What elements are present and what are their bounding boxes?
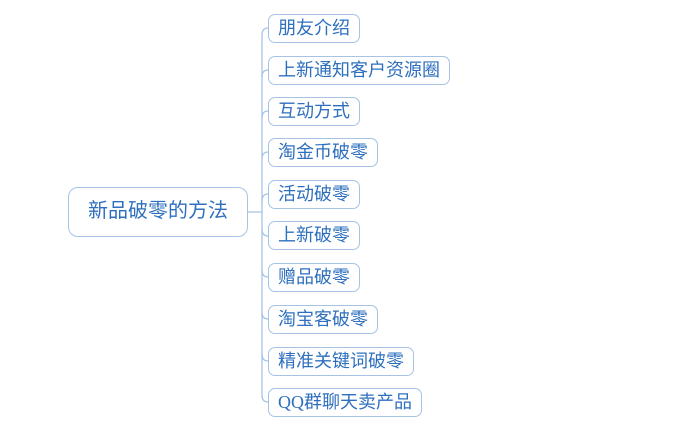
mindmap-node-gift[interactable]: 赠品破零 — [268, 263, 360, 292]
mindmap-node-keywords[interactable]: 精准关键词破零 — [268, 347, 414, 376]
mindmap-node-qq-group[interactable]: QQ群聊天卖产品 — [268, 388, 422, 417]
mindmap-node-taobaoke[interactable]: 淘宝客破零 — [268, 305, 378, 334]
connector-branch-line — [261, 193, 269, 202]
connector-branch-line — [261, 353, 269, 362]
connector-branch-line — [261, 228, 269, 237]
connector-trunk-line — [261, 27, 269, 403]
connector-branch-line — [261, 110, 269, 119]
mindmap-root-node[interactable]: 新品破零的方法 — [68, 187, 248, 237]
mindmap-node-interaction[interactable]: 互动方式 — [268, 97, 360, 126]
mindmap-node-friend-intro[interactable]: 朋友介绍 — [268, 14, 360, 43]
connector-branch-line — [261, 311, 269, 320]
connector-branch-line — [261, 69, 269, 78]
mindmap-node-taojinbi[interactable]: 淘金币破零 — [268, 138, 378, 167]
connector-branch-line — [261, 269, 269, 278]
connector-branch-line — [261, 151, 269, 160]
mindmap-node-new-arrival[interactable]: 上新破零 — [268, 221, 360, 250]
mindmap-node-notify-customers[interactable]: 上新通知客户资源圈 — [268, 56, 450, 85]
mindmap-node-activity[interactable]: 活动破零 — [268, 180, 360, 209]
